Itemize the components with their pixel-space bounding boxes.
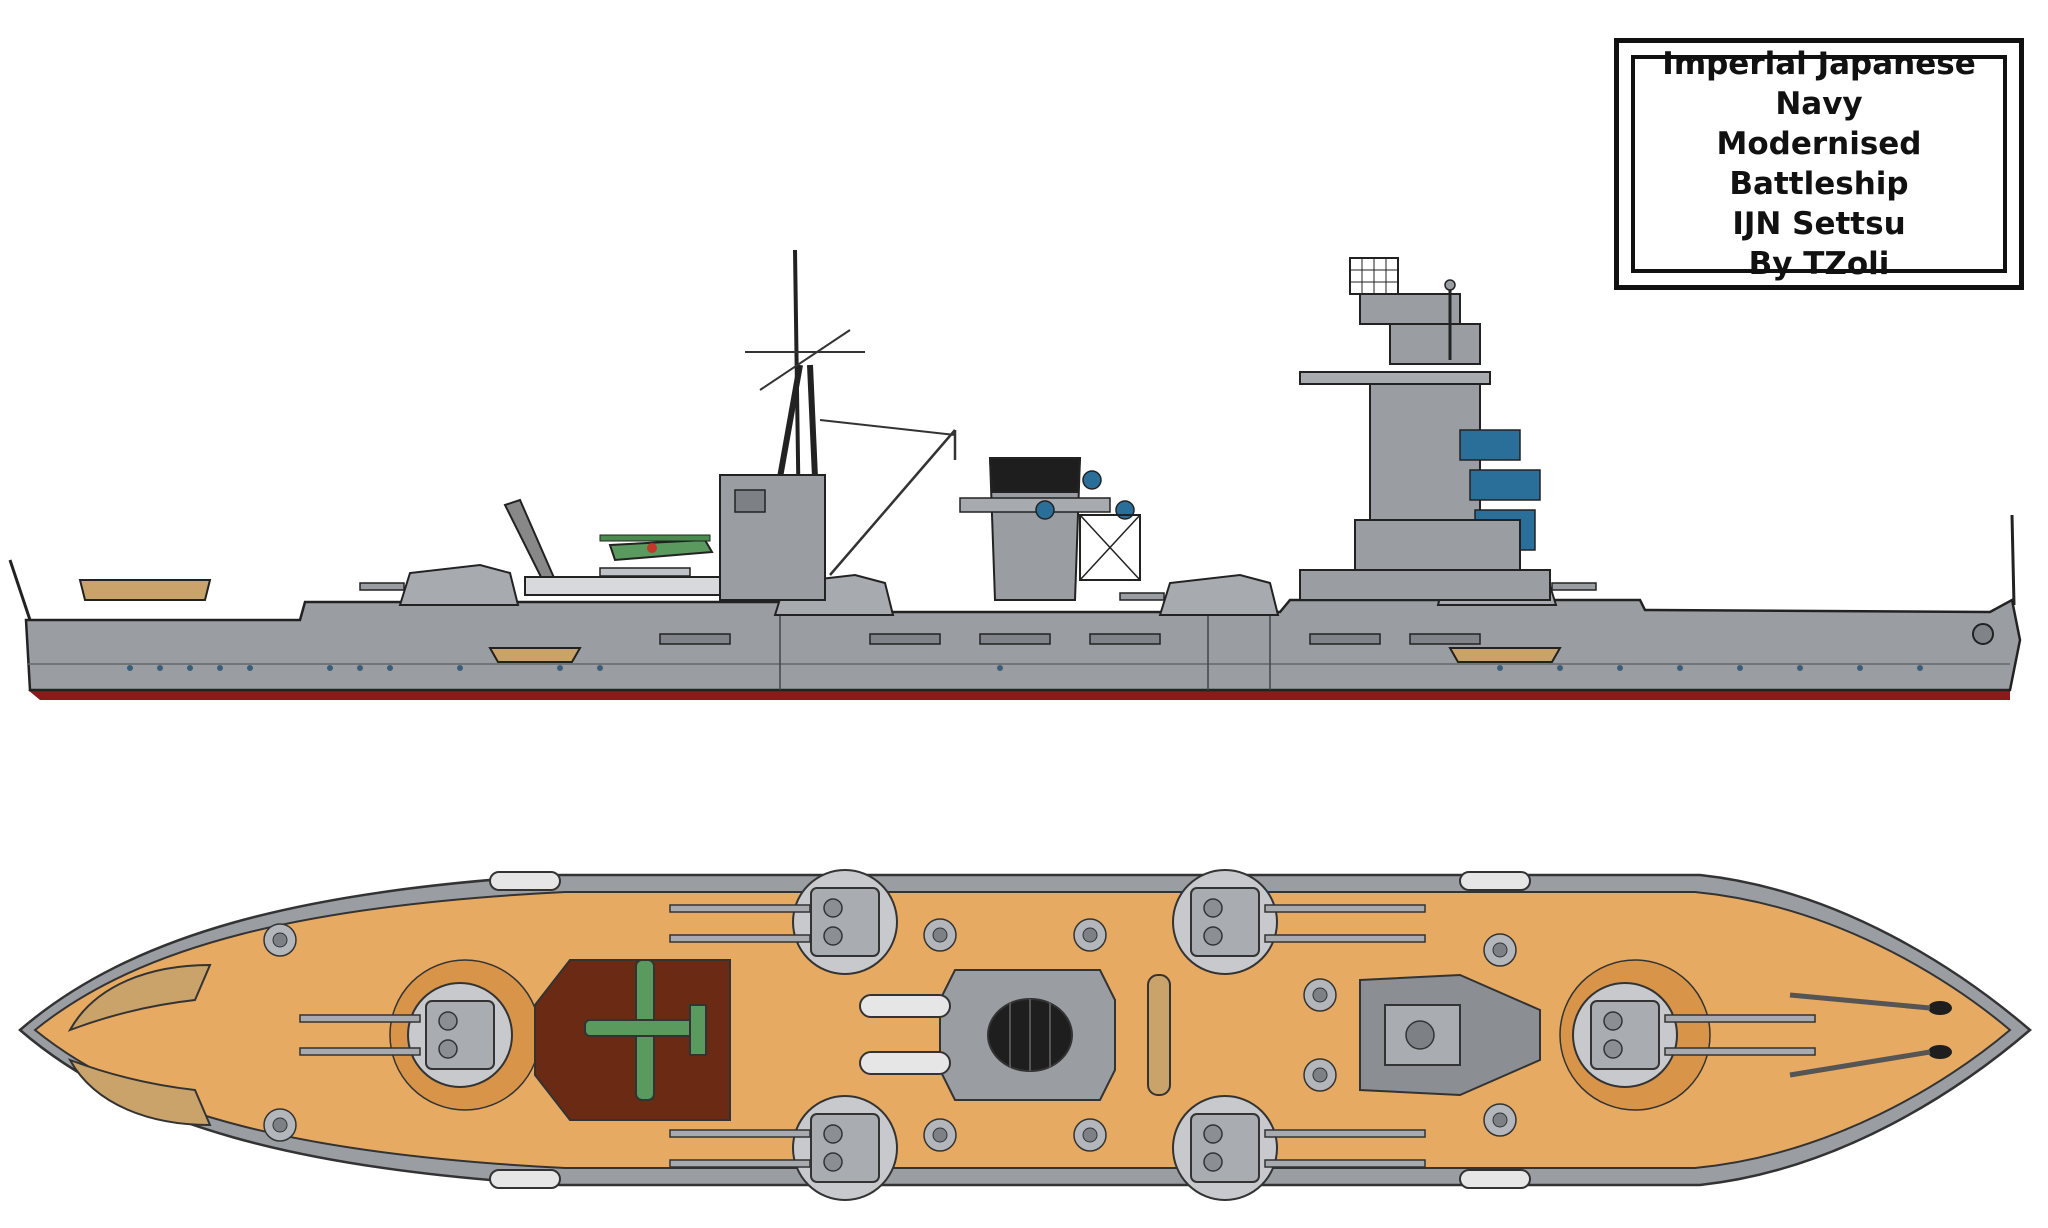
anchor-hawse: [1928, 1045, 1952, 1059]
aa-mount: [1483, 933, 1517, 967]
aft-superstructure: [719, 474, 826, 601]
title-line-3: Modernised Battleship: [1716, 126, 1922, 202]
aa-mount: [1483, 1103, 1517, 1137]
anchor-hawse: [1928, 1001, 1952, 1015]
funnel-top: [939, 969, 1116, 1101]
side-boat: [489, 1169, 561, 1189]
title-line-5: By TZoli: [1748, 246, 1890, 282]
catapult: [524, 576, 741, 596]
casemate-guns: [659, 633, 1481, 645]
turret-x-starboard: [792, 1095, 898, 1201]
turret-b-plan: [1572, 982, 1678, 1088]
porthole-row: [127, 665, 1923, 671]
aa-mount: [1303, 1058, 1337, 1092]
aa-mount: [263, 923, 297, 957]
aa-mount: [923, 1118, 957, 1152]
gun-barrels: [299, 904, 1816, 1168]
turret-x-port: [792, 869, 898, 975]
floatplane-top: [584, 959, 707, 1101]
top-plan-view: [18, 869, 2032, 1201]
side-boat: [1459, 1169, 1531, 1189]
plan-boat-starboard: [67, 1058, 212, 1127]
title-block: Imperial Japanese Navy Modernised Battle…: [1614, 38, 2024, 290]
aa-mount: [1303, 978, 1337, 1012]
bow-anchor: [1972, 623, 1994, 645]
plan-boat-port: [67, 963, 212, 1032]
turret-q-side: [1119, 574, 1279, 616]
turret-q-starboard: [1172, 1095, 1278, 1201]
boot-topping: [28, 690, 2010, 700]
title-block-inner-frame: Imperial Japanese Navy Modernised Battle…: [1631, 46, 2007, 282]
pagoda-foremast: [1299, 257, 1551, 601]
midships-boat-starboard: [859, 1051, 951, 1075]
side-profile-view: [8, 249, 2022, 700]
funnel: [959, 457, 1141, 601]
turret-y-side: [359, 564, 519, 606]
floatplane-side: [599, 534, 714, 577]
profile-boat-fore: [1448, 647, 1562, 663]
profile-hull: [24, 598, 2022, 692]
profile-boat-aft: [78, 579, 212, 601]
aircraft-crane: [503, 498, 557, 587]
title-line-4: IJN Settsu: [1732, 206, 1906, 242]
title-line-1: Imperial Japanese: [1662, 46, 1976, 82]
aa-mount: [263, 1108, 297, 1142]
aa-mount: [1073, 918, 1107, 952]
catapult-deck: [534, 959, 731, 1121]
title-line-2: Navy: [1775, 86, 1863, 122]
aa-mount: [1073, 1118, 1107, 1152]
midships-boat-port: [859, 994, 951, 1018]
turret-y-plan: [407, 982, 513, 1088]
side-boat: [1459, 871, 1531, 891]
aa-mount: [923, 918, 957, 952]
side-boat: [489, 871, 561, 891]
profile-boat-mid: [488, 647, 582, 663]
plan-boat-fore: [1147, 974, 1171, 1096]
turret-q-port: [1172, 869, 1278, 975]
